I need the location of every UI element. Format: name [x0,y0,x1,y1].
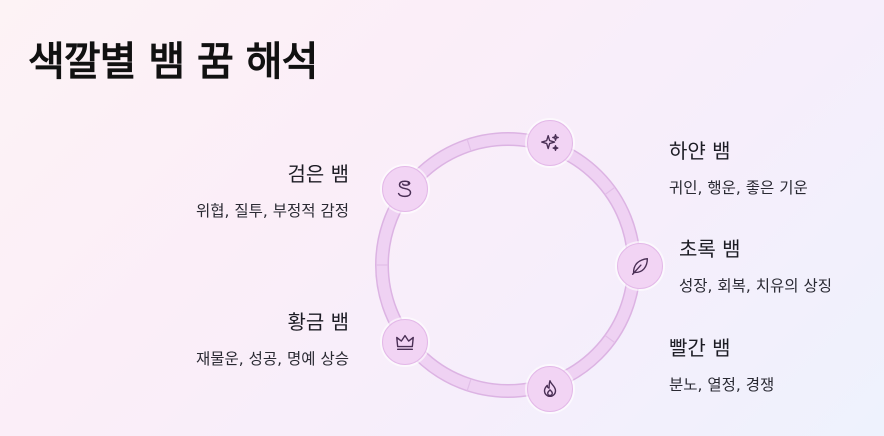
item-white-snake: 하얀 뱀 귀인, 행운, 좋은 기운 [669,135,808,198]
item-name: 하얀 뱀 [669,139,731,163]
item-gold-snake: 황금 뱀 재물운, 성공, 명예 상승 [196,306,349,369]
sparkles-icon [541,134,559,152]
item-desc: 위협, 질투, 부정적 감정 [196,202,349,220]
page-title: 색깔별 뱀 꿈 해석 [28,39,318,85]
leaf-icon [631,257,649,275]
ring-tick [466,378,472,391]
crown-icon [396,334,414,351]
flame-icon [543,380,557,397]
item-green-snake: 초록 뱀 성장, 회복, 치유의 상징 [679,233,832,296]
item-name: 황금 뱀 [287,310,349,334]
item-name: 빨간 뱀 [669,336,731,360]
item-desc: 분노, 열정, 경쟁 [669,376,775,394]
snake-icon [397,180,412,198]
ring-tick [466,139,472,152]
item-name: 검은 뱀 [287,162,349,186]
node-green-snake [617,243,663,289]
node-red-snake [527,366,573,412]
node-gold-snake [382,319,428,365]
item-black-snake: 검은 뱀 위협, 질투, 부정적 감정 [196,158,349,221]
item-desc: 재물운, 성공, 명예 상승 [196,350,349,368]
item-red-snake: 빨간 뱀 분노, 열정, 경쟁 [669,332,774,395]
item-desc: 귀인, 행운, 좋은 기운 [669,179,808,197]
node-white-snake [527,120,573,166]
node-black-snake [382,166,428,212]
item-desc: 성장, 회복, 치유의 상징 [679,277,832,295]
ring-tick [604,186,616,195]
ring-tick [604,335,616,344]
item-name: 초록 뱀 [679,237,741,261]
